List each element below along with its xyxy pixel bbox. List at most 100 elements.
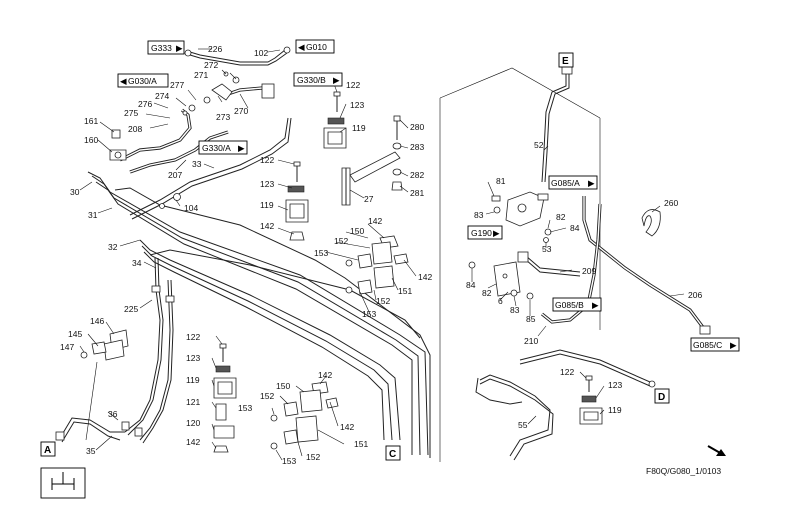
part-number: 273 bbox=[216, 112, 230, 122]
letter-callout-e-label: E bbox=[562, 56, 569, 67]
part-number: 84 bbox=[570, 223, 580, 233]
part-number: 150 bbox=[350, 226, 364, 236]
part-number: 52 bbox=[534, 140, 544, 150]
letter-callout-a-label: A bbox=[44, 445, 51, 456]
part-number: 209 bbox=[582, 266, 596, 276]
ref-tag-g085c-label: G085/C bbox=[693, 340, 722, 350]
part-number: 152 bbox=[260, 391, 274, 401]
part-number: 104 bbox=[184, 203, 198, 213]
part-number: 32 bbox=[108, 242, 118, 252]
part-number: 102 bbox=[254, 48, 268, 58]
part-number: 119 bbox=[352, 123, 366, 133]
ref-tag-g330b[interactable]: G330/B ▶ bbox=[293, 72, 343, 87]
ref-tag-g085a-1-label: G085/A bbox=[551, 178, 580, 188]
part-number: 119 bbox=[260, 200, 274, 210]
part-number: 122 bbox=[260, 155, 274, 165]
part-number: 142 bbox=[186, 437, 200, 447]
part-number: 161 bbox=[84, 116, 98, 126]
part-number: 146 bbox=[90, 316, 104, 326]
arrow-right-icon: ▶ bbox=[176, 43, 183, 53]
clamp-assembly-lower-left bbox=[213, 343, 237, 453]
letter-callout-c[interactable]: C bbox=[385, 445, 401, 461]
ref-tag-g085b[interactable]: G085/B ▶ bbox=[552, 297, 602, 312]
part-number: 275 bbox=[124, 108, 138, 118]
ref-tag-g330a-label: G330/A bbox=[202, 143, 231, 153]
part-number: 83 bbox=[510, 305, 520, 315]
part-number: 119 bbox=[186, 375, 200, 385]
ref-tag-g190[interactable]: G190 ▶ bbox=[467, 225, 503, 240]
part-number: 150 bbox=[276, 381, 290, 391]
ref-tag-g333-label: G333 bbox=[151, 43, 172, 53]
part-number: 225 bbox=[124, 304, 138, 314]
part-number: 153 bbox=[314, 248, 328, 258]
part-number: 142 bbox=[418, 272, 432, 282]
letter-callout-d[interactable]: D bbox=[654, 388, 670, 404]
part-number: 85 bbox=[526, 314, 536, 324]
part-number: 122 bbox=[346, 80, 360, 90]
part-number: 123 bbox=[350, 100, 364, 110]
part-number: 27 bbox=[364, 194, 374, 204]
part-number: 121 bbox=[186, 397, 200, 407]
part-number: 260 bbox=[664, 198, 678, 208]
part-number: 123 bbox=[608, 380, 622, 390]
ref-tag-g085c[interactable]: G085/C ▶ bbox=[690, 337, 740, 352]
part-number: 276 bbox=[138, 99, 152, 109]
lower-right-pipe-d bbox=[475, 349, 656, 461]
arrow-left-icon: ◀ bbox=[298, 42, 305, 52]
part-number: 153 bbox=[362, 309, 376, 319]
ref-tag-g030a[interactable]: ◀ G030/A bbox=[117, 73, 169, 88]
part-number: 53 bbox=[542, 244, 552, 254]
letter-callout-e[interactable]: E bbox=[558, 52, 574, 68]
part-number: 142 bbox=[340, 422, 354, 432]
vehicle-symbol-icon bbox=[40, 467, 86, 499]
bracket-27 bbox=[341, 151, 401, 206]
part-number: 280 bbox=[410, 122, 424, 132]
drawing-code: F80Q/G080_1/0103 bbox=[646, 466, 721, 476]
clamp-assembly-middle bbox=[285, 161, 309, 241]
part-number: 35 bbox=[86, 446, 96, 456]
part-number: 142 bbox=[318, 370, 332, 380]
part-number: 82 bbox=[482, 288, 492, 298]
part-number: 84 bbox=[466, 280, 476, 290]
arrow-right-icon: ▶ bbox=[238, 143, 245, 153]
part-number: 281 bbox=[410, 188, 424, 198]
part-number: 152 bbox=[306, 452, 320, 462]
clamp-assembly-upper bbox=[323, 91, 347, 149]
part-number: 122 bbox=[560, 367, 574, 377]
ref-tag-g010[interactable]: ◀ G010 bbox=[295, 39, 335, 54]
arrow-right-icon: ▶ bbox=[730, 340, 737, 350]
part-number: 153 bbox=[238, 403, 252, 413]
ref-tag-g330a[interactable]: G330/A ▶ bbox=[198, 140, 248, 155]
ref-tag-g333[interactable]: G333 ▶ bbox=[147, 40, 185, 55]
right-frame-outline bbox=[439, 67, 601, 462]
part-number: 123 bbox=[186, 353, 200, 363]
part-number: 119 bbox=[608, 405, 622, 415]
part-number: 151 bbox=[398, 286, 412, 296]
part-number: 31 bbox=[88, 210, 98, 220]
part-number: 145 bbox=[68, 329, 82, 339]
clamp-assembly-right-pair bbox=[345, 235, 409, 295]
letter-callout-a[interactable]: A bbox=[40, 441, 56, 457]
part-number: 210 bbox=[524, 336, 538, 346]
part-number: 30 bbox=[70, 187, 80, 197]
part-number: 270 bbox=[234, 106, 248, 116]
letter-callout-d-label: D bbox=[658, 392, 665, 403]
part-number: 271 bbox=[194, 70, 208, 80]
left-pipe-bundle bbox=[55, 117, 431, 458]
arrow-right-icon: ▶ bbox=[493, 228, 500, 238]
part-number: 226 bbox=[208, 44, 222, 54]
part-number: 36 bbox=[108, 409, 118, 419]
arrow-right-icon: ▶ bbox=[588, 178, 595, 188]
part-number: 33 bbox=[192, 159, 202, 169]
part-number: 83 bbox=[474, 210, 484, 220]
ref-tag-g085a-1[interactable]: G085/A ▶ bbox=[548, 175, 598, 190]
arrow-left-icon: ◀ bbox=[120, 76, 127, 86]
part-number: 142 bbox=[368, 216, 382, 226]
leader-lines bbox=[79, 48, 685, 461]
part-number: 34 bbox=[132, 258, 142, 268]
upper-hose-group bbox=[109, 46, 291, 209]
part-number: 283 bbox=[410, 142, 424, 152]
part-number: 151 bbox=[354, 439, 368, 449]
part-number: 160 bbox=[84, 135, 98, 145]
